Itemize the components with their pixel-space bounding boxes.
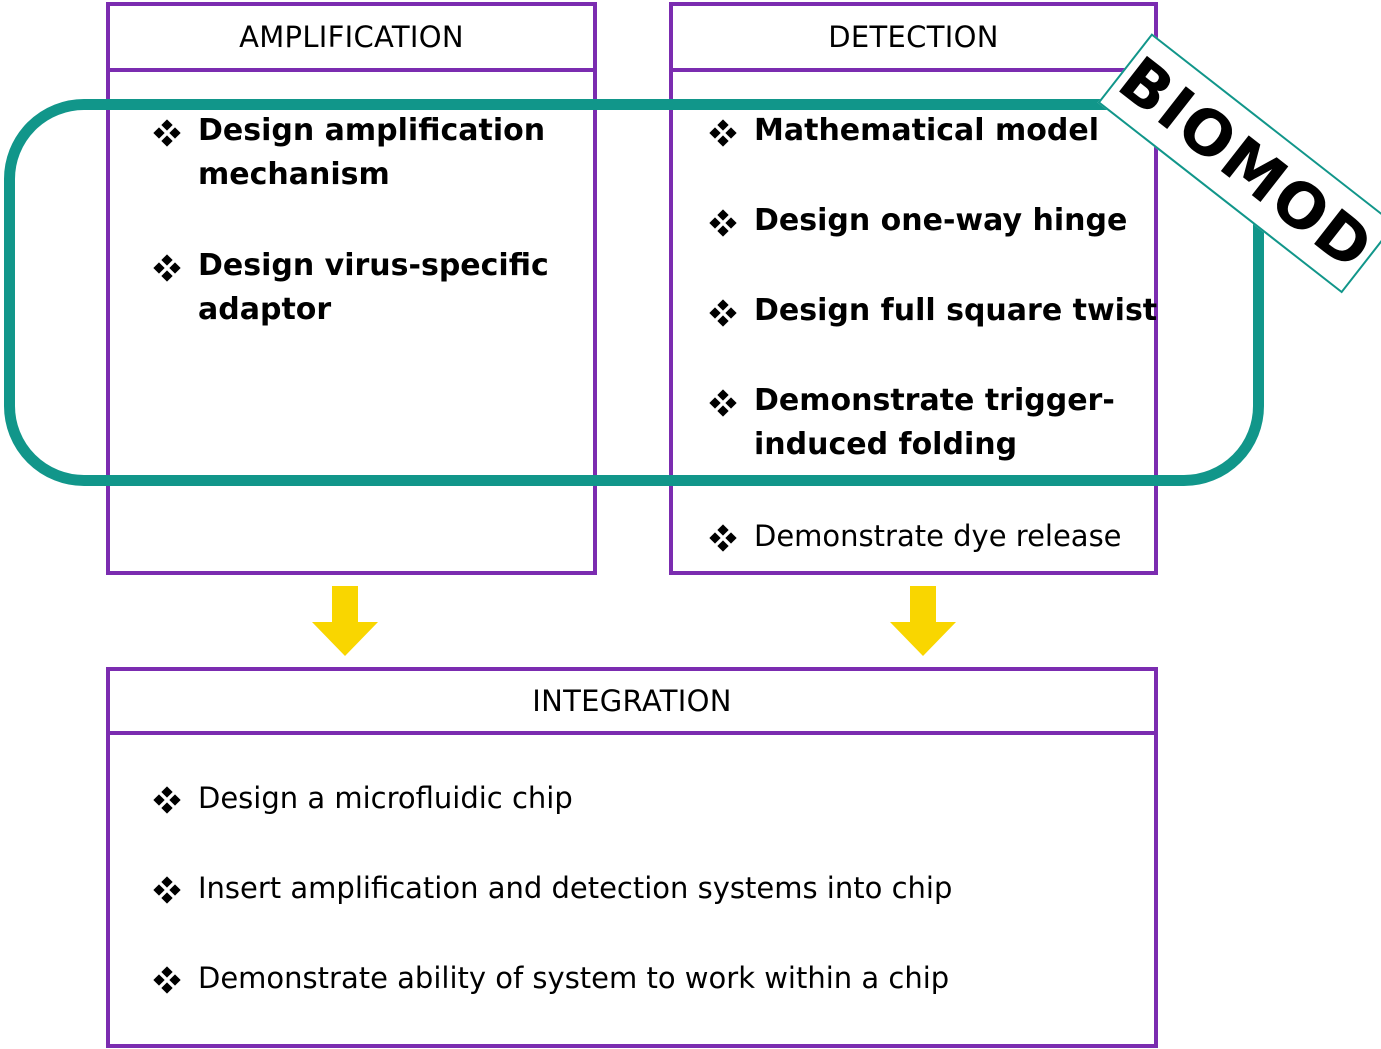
bullet-diamond [725, 217, 737, 229]
down-arrow-icon [890, 586, 956, 656]
bullet-diamond [161, 966, 173, 978]
amplification-header: AMPLIFICATION [110, 6, 593, 72]
amp-item-1-line1: Design amplification [198, 113, 546, 148]
four-diamond-bullet-icon [152, 956, 186, 1000]
bullet-diamond [153, 262, 165, 274]
bullet-diamond [717, 524, 729, 536]
amp-item-1-line2: mechanism [198, 157, 390, 192]
integration-header: INTEGRATION [110, 671, 1154, 735]
four-diamond-bullet-icon [152, 109, 186, 153]
bullet-diamond [161, 802, 173, 814]
amplification-box: AMPLIFICATION [106, 2, 597, 575]
bullet-diamond [709, 307, 721, 319]
bullet-diamond [717, 209, 729, 221]
four-diamond-bullet-icon [708, 379, 742, 423]
det-item-3-line1: Design full square twist [754, 293, 1158, 328]
det-item-5-line1: Demonstrate dye release [754, 519, 1122, 553]
bullet-diamond [717, 315, 729, 327]
int-item-1: Design a microfluidic chip [152, 776, 573, 820]
det-item-3: Design full square twist [708, 289, 1157, 333]
bullet-diamond [169, 974, 181, 986]
four-diamond-bullet-icon [152, 776, 186, 820]
int-item-2: Insert amplification and detection syste… [152, 866, 952, 910]
bullet-diamond [161, 119, 173, 131]
amp-item-2-line2: adaptor [198, 292, 332, 327]
bullet-diamond [709, 217, 721, 229]
bullet-diamond [709, 397, 721, 409]
bullet-diamond [725, 127, 737, 139]
amp-item-2-line1: Design virus-specific [198, 248, 549, 283]
int-item-1-line1: Design a microfluidic chip [198, 781, 573, 815]
four-diamond-bullet-icon [708, 514, 742, 558]
det-item-4-line1: Demonstrate trigger- [754, 383, 1115, 418]
bullet-diamond [169, 262, 181, 274]
bullet-diamond [153, 127, 165, 139]
four-diamond-bullet-icon [708, 289, 742, 333]
bullet-diamond [717, 389, 729, 401]
bullet-diamond [161, 892, 173, 904]
amp-item-1: Design amplification mechanism [152, 109, 545, 197]
bullet-diamond [717, 405, 729, 417]
bullet-diamond [161, 270, 173, 282]
bullet-diamond [169, 127, 181, 139]
det-item-4-line2: induced folding [754, 427, 1018, 462]
detection-box: DETECTION [669, 2, 1158, 575]
int-item-3-line1: Demonstrate ability of system to work wi… [198, 961, 950, 995]
int-item-2-line1: Insert amplification and detection syste… [198, 871, 953, 905]
bullet-diamond [709, 127, 721, 139]
bullet-diamond [725, 532, 737, 544]
four-diamond-bullet-icon [708, 109, 742, 153]
four-diamond-bullet-icon [152, 866, 186, 910]
bullet-diamond [161, 876, 173, 888]
det-item-2: Design one-way hinge [708, 199, 1127, 243]
bullet-diamond [161, 135, 173, 147]
bullet-diamond [161, 254, 173, 266]
bullet-diamond [717, 540, 729, 552]
detection-header: DETECTION [673, 6, 1154, 72]
bullet-diamond [717, 299, 729, 311]
int-item-3: Demonstrate ability of system to work wi… [152, 956, 949, 1000]
bullet-diamond [717, 225, 729, 237]
det-item-5: Demonstrate dye release [708, 514, 1122, 558]
bullet-diamond [169, 794, 181, 806]
bullet-diamond [717, 119, 729, 131]
integration-box: INTEGRATION [106, 667, 1158, 1048]
bullet-diamond [153, 794, 165, 806]
bullet-diamond [725, 397, 737, 409]
det-item-4: Demonstrate trigger- induced folding [708, 379, 1115, 467]
bullet-diamond [153, 884, 165, 896]
bullet-diamond [161, 982, 173, 994]
bullet-diamond [169, 884, 181, 896]
four-diamond-bullet-icon [708, 199, 742, 243]
bullet-diamond [725, 307, 737, 319]
bullet-diamond [709, 532, 721, 544]
bullet-diamond [153, 974, 165, 986]
bullet-diamond [161, 786, 173, 798]
det-item-1-line1: Mathematical model [754, 113, 1099, 148]
det-item-1: Mathematical model [708, 109, 1099, 153]
amp-item-2: Design virus-specific adaptor [152, 244, 549, 332]
four-diamond-bullet-icon [152, 244, 186, 288]
bullet-diamond [717, 135, 729, 147]
det-item-2-line1: Design one-way hinge [754, 203, 1128, 238]
down-arrow-icon [312, 586, 378, 656]
